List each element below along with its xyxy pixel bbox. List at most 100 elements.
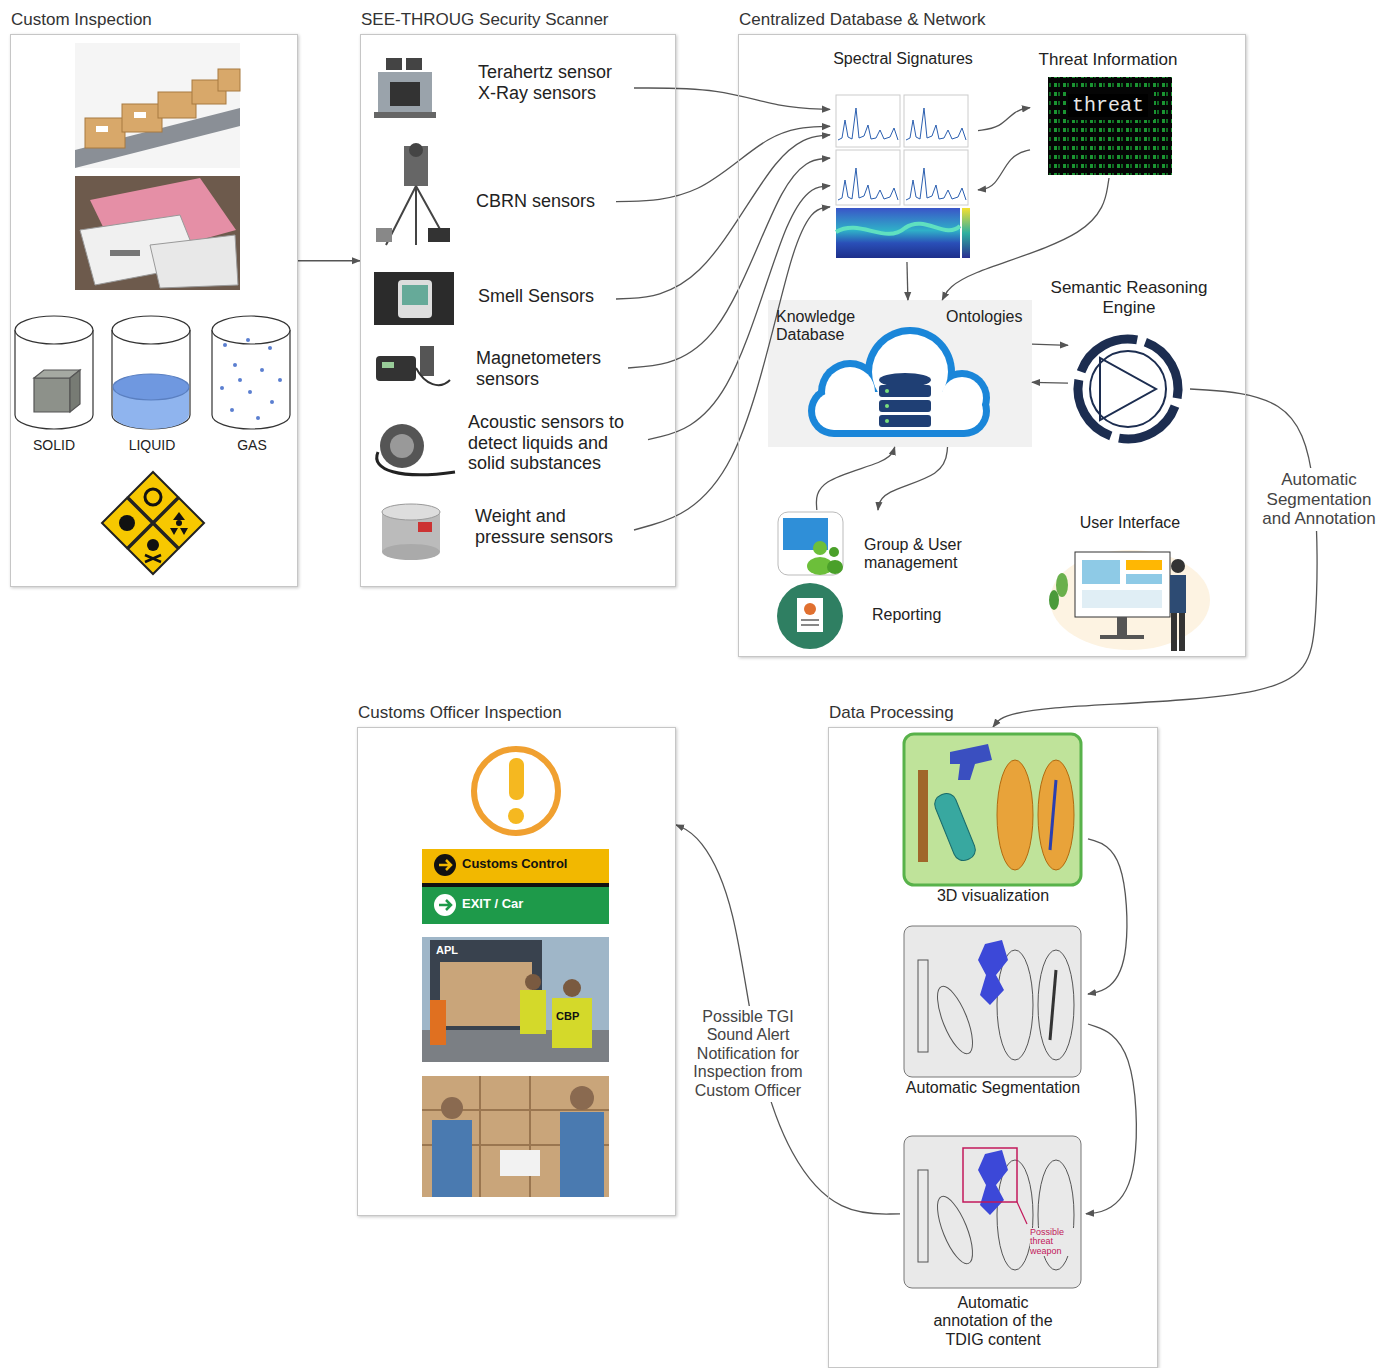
node-text: Possible threat weapon xyxy=(1030,1228,1074,1256)
boxes-photo xyxy=(560,1112,604,1197)
boxes-photo xyxy=(441,1097,463,1119)
users-icon xyxy=(778,512,843,575)
smell-sensor xyxy=(398,280,432,318)
xray-scanner xyxy=(406,58,422,70)
picture-label: SOLID xyxy=(14,437,94,453)
interface-picture xyxy=(1171,559,1185,573)
node-text: threat xyxy=(1068,94,1148,117)
parcel-photo xyxy=(85,118,125,148)
interface-picture xyxy=(1126,574,1162,584)
heading-text: SEE-THROUG Security Scanner xyxy=(361,10,677,30)
users-icon xyxy=(813,541,827,555)
customs-sign xyxy=(422,849,609,883)
xray-segmented xyxy=(1050,970,1056,1040)
spectral-plots xyxy=(906,108,966,140)
xray-annotated xyxy=(1017,1202,1027,1224)
hazard-symbols xyxy=(145,555,161,562)
sensor-item: Terahertz sensor X-Ray sensors xyxy=(372,50,634,126)
knowledge-cloud xyxy=(879,373,931,427)
reasoning-icon xyxy=(1090,351,1166,427)
hazard-symbols xyxy=(119,515,135,531)
xray-segmented xyxy=(904,926,1081,1077)
node-text: CBRN sensors xyxy=(476,191,612,212)
spectral-plots xyxy=(836,208,960,258)
connector-arrow xyxy=(1032,382,1068,384)
matter-states xyxy=(15,316,290,429)
picture-label: Customs Control xyxy=(462,857,602,872)
hazard-symbols xyxy=(145,489,161,505)
node-text: Terahertz sensor X-Ray sensors xyxy=(478,62,630,103)
image-step: Automatic Segmentation xyxy=(900,924,1088,1124)
mail-photo xyxy=(150,235,238,288)
knowledge-cloud xyxy=(815,334,983,430)
node-text: Reporting xyxy=(872,606,954,624)
picture-label: APL xyxy=(436,944,470,957)
xray-3d xyxy=(950,744,992,780)
hazard-symbols xyxy=(102,472,204,574)
parcel-photo xyxy=(96,126,108,132)
knowledge-cloud xyxy=(885,389,889,423)
interface-picture xyxy=(1056,573,1068,597)
interface-picture xyxy=(1100,635,1144,639)
hazard-symbols xyxy=(147,539,159,551)
node-text: Ontologies xyxy=(946,308,1030,326)
magnetometer xyxy=(376,346,450,385)
smell-sensor xyxy=(402,285,428,305)
knowledge-cloud: Knowledge DatabaseOntologies xyxy=(768,300,1032,447)
connector-arrow xyxy=(906,262,908,300)
node-text: Automatic annotation of the TDIG content xyxy=(918,1294,1068,1349)
picture-label: LIQUID xyxy=(112,437,192,453)
node-text: Acoustic sensors to detect liquids and s… xyxy=(468,412,646,474)
interface-picture xyxy=(1049,550,1210,651)
knowledge-cloud xyxy=(879,373,931,387)
edge-label: Possible TGI Sound Alert Notification fo… xyxy=(686,1006,810,1102)
boxes-photo xyxy=(422,1076,609,1197)
node-text: Automatic Segmentation xyxy=(900,1079,1086,1097)
users-icon xyxy=(827,560,843,574)
xray-segmented xyxy=(918,960,928,1052)
spectral-plots xyxy=(836,95,900,147)
interface-picture xyxy=(1171,613,1177,651)
alert-icon xyxy=(474,749,558,833)
gas-dots xyxy=(220,386,224,390)
magnetometer xyxy=(376,356,416,381)
node-text: Spectral Signatures xyxy=(830,50,976,68)
connector-arrow xyxy=(878,447,948,510)
heading-text: Data Processing xyxy=(829,703,1159,723)
boxes-photo xyxy=(570,1086,594,1110)
matter-states xyxy=(212,316,290,344)
spectral-plots xyxy=(904,95,968,147)
heading-text: Customs Officer Inspection xyxy=(358,703,677,723)
spectral-plots xyxy=(836,95,970,258)
xray-3d xyxy=(918,770,928,862)
connector-arrow xyxy=(1086,1024,1136,1214)
xray-scanner xyxy=(390,82,420,106)
spectral-plots xyxy=(836,150,900,205)
customs-sign xyxy=(439,860,451,870)
sensor-item: Smell Sensors xyxy=(372,270,616,328)
parcel-photo xyxy=(158,92,196,118)
panel: Data Processing3D visualizationAutomatic… xyxy=(828,727,1158,1368)
matter-states xyxy=(112,330,190,429)
load-cell xyxy=(418,522,432,532)
node-text: User Interface xyxy=(1045,514,1215,532)
boxes-photo xyxy=(422,1076,609,1197)
spectral-plots xyxy=(838,108,898,140)
load-cell xyxy=(382,504,440,560)
report-icon xyxy=(804,603,816,615)
knowledge-cloud xyxy=(885,389,889,393)
xray-annotated xyxy=(904,1136,1081,1288)
xray-3d xyxy=(1038,760,1074,870)
threat-image xyxy=(1048,77,1172,175)
spectral-plots xyxy=(836,224,960,234)
reasoning-icon xyxy=(1100,358,1156,420)
customs-sign xyxy=(434,894,456,916)
xray-segmented xyxy=(930,982,979,1058)
panel: Customs Officer Inspection xyxy=(357,727,676,1216)
parcel-photo xyxy=(218,69,240,91)
spectral-plots xyxy=(962,208,970,258)
connector-arrow xyxy=(1032,344,1068,345)
xray-segmented xyxy=(904,926,1081,1077)
hazard-symbols xyxy=(176,520,182,526)
gas-dots xyxy=(230,408,234,412)
